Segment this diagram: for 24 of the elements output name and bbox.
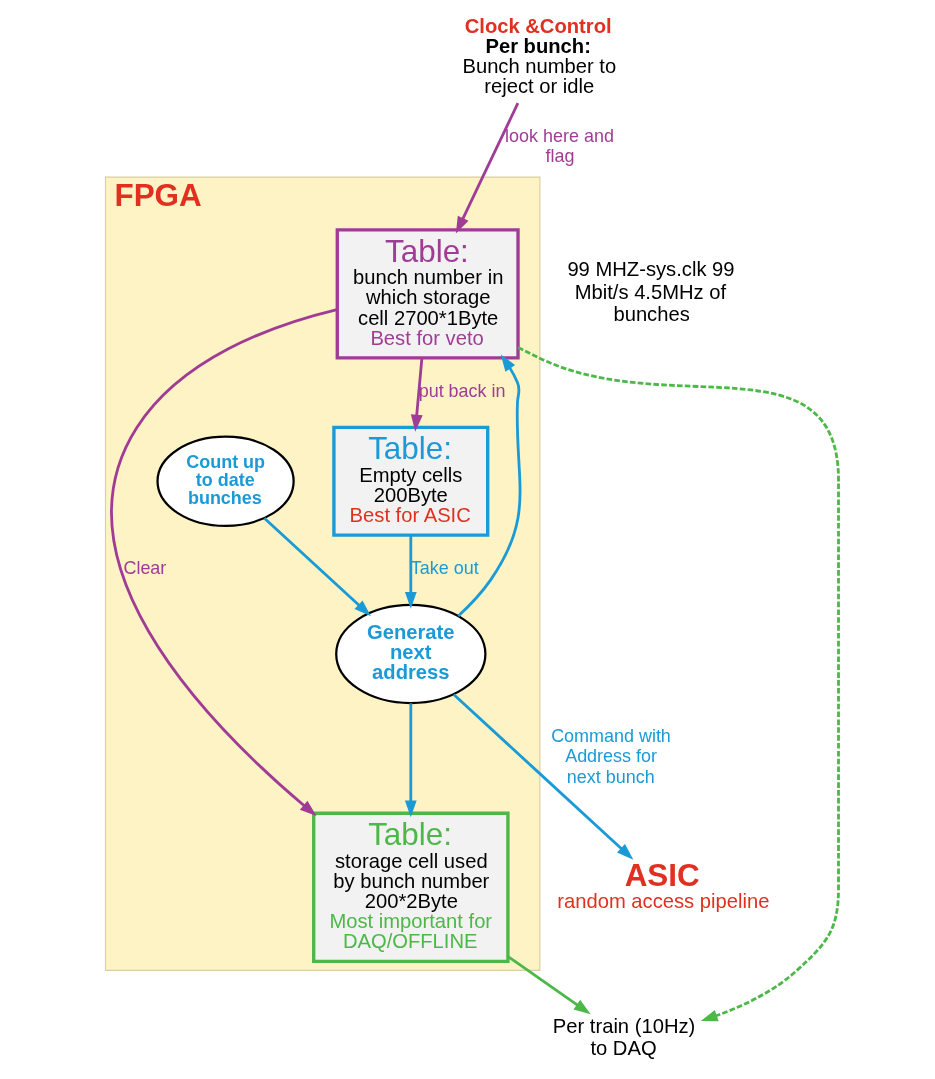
- node-text: Per train (10Hz) to DAQ: [552, 1014, 696, 1060]
- node-text: ASIC random access pipeline: [557, 857, 770, 912]
- node-ellipse: Count up to date bunches: [156, 435, 295, 527]
- arrow: [404, 535, 417, 609]
- arrow: [507, 955, 591, 1015]
- label: 99 MHZ-sys.clk 99 Mbit/s 4.5MHz of bunches: [567, 258, 735, 326]
- arrow: [263, 517, 371, 617]
- edge-label: Clear: [123, 558, 167, 579]
- edge-label: Command with Address for next bunch: [551, 726, 671, 787]
- edge-label: Take out: [410, 558, 479, 579]
- edge-label: put back in: [418, 380, 506, 401]
- arrow: [455, 102, 520, 234]
- arrow: [410, 358, 424, 432]
- arrow: [452, 693, 634, 860]
- arrow: [111, 308, 338, 817]
- node-box: Table: Empty cells 200Byte Best for ASIC: [332, 425, 490, 537]
- node-ellipse: Generate next address: [335, 603, 487, 705]
- edge-label: look here and flag: [505, 126, 614, 167]
- arrow: [457, 354, 522, 617]
- arrow: [517, 346, 840, 1022]
- node-box: Table: bunch number in which storage cell 2700*1Byte Best for veto: [335, 228, 520, 360]
- arrow: [404, 703, 417, 818]
- node-box: Table: storage cell used by bunch number 200*2Byte Most important for DAQ/OFFLINE: [312, 811, 510, 964]
- node-text: Clock &Control Per bunch: Bunch number to reject or idle: [462, 14, 617, 98]
